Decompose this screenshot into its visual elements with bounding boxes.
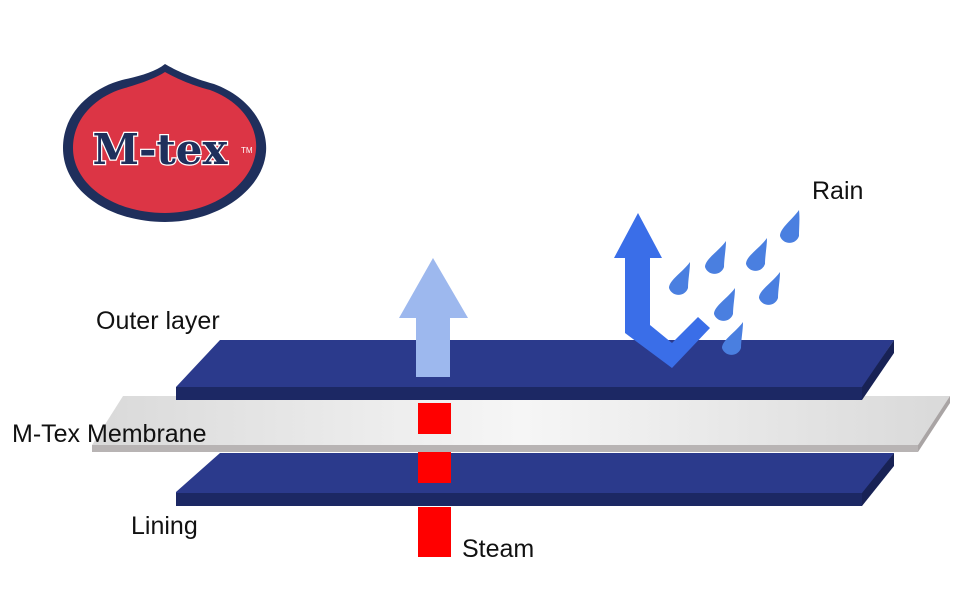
- steam-segment: [418, 507, 451, 557]
- raindrop-icon: [746, 238, 767, 271]
- outer-layer: [176, 340, 894, 400]
- steam-label: Steam: [462, 535, 535, 563]
- raindrops: [669, 210, 800, 355]
- raindrop-icon: [780, 210, 800, 243]
- membrane-layer: [92, 396, 950, 452]
- steam-column: [418, 403, 451, 557]
- rain-deflect-arrow: [614, 213, 710, 368]
- steam-segment: [418, 452, 451, 483]
- outer-layer-label: Outer layer: [96, 307, 220, 335]
- lining-layer: [176, 453, 894, 506]
- rain-label: Rain: [812, 177, 864, 205]
- lining-label: Lining: [131, 512, 198, 540]
- m-tex-logo: M-tex TM: [63, 64, 267, 222]
- logo-trademark: TM: [241, 146, 253, 155]
- membrane-label: M-Tex Membrane: [12, 420, 207, 448]
- logo-badge-inner: [73, 72, 257, 213]
- steam-segment: [418, 403, 451, 434]
- raindrop-icon: [705, 241, 726, 274]
- raindrop-icon: [714, 288, 735, 321]
- logo-text: M-tex: [92, 125, 228, 174]
- raindrop-icon: [669, 262, 690, 295]
- vapor-up-arrow: [399, 258, 468, 377]
- raindrop-icon: [759, 272, 780, 305]
- raindrop-icon: [722, 322, 743, 355]
